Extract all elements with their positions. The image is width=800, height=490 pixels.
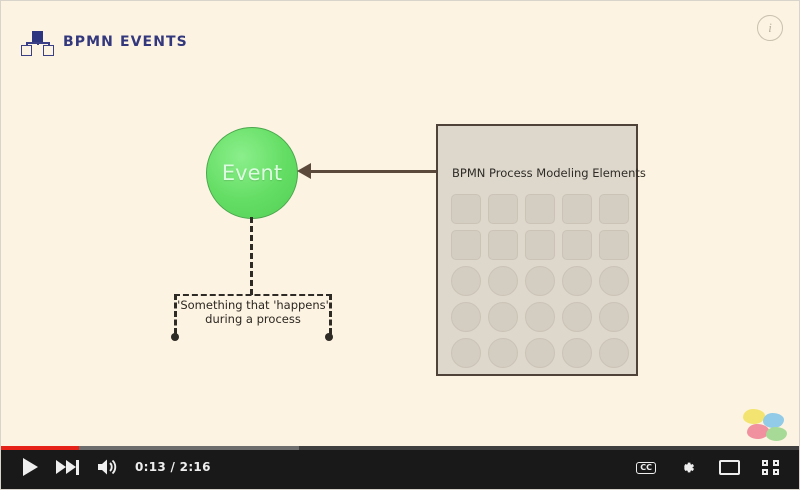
volume-button[interactable] xyxy=(97,458,117,476)
panel-element-rounded-square-r1c5 xyxy=(599,194,629,224)
panel-element-rounded-square-r2c1 xyxy=(451,230,481,260)
panel-element-circle-r5c4 xyxy=(562,338,592,368)
panel-element-circle-r3c3 xyxy=(525,266,555,296)
blob-yellow xyxy=(743,409,765,424)
annotation-pin-right xyxy=(325,333,333,341)
panel-title: BPMN Process Modeling Elements xyxy=(452,166,646,180)
panel-element-rounded-square-r2c4 xyxy=(562,230,592,260)
panel-element-circle-r5c3 xyxy=(525,338,555,368)
info-circle-icon[interactable]: i xyxy=(757,15,783,41)
panel-element-circle-r3c4 xyxy=(562,266,592,296)
theater-button[interactable] xyxy=(719,460,740,475)
org-chart-node-top xyxy=(32,31,43,42)
annotation-line-2: during a process xyxy=(205,312,301,326)
next-track-bar-icon xyxy=(76,459,79,475)
event-node: Event xyxy=(206,127,298,219)
org-chart-node-left xyxy=(21,45,32,56)
player-right-controls: CC xyxy=(636,458,779,477)
brand-title: BPMN EVENTS xyxy=(63,34,188,50)
panel-element-circle-r4c5 xyxy=(599,302,629,332)
panel-element-rounded-square-r1c2 xyxy=(488,194,518,224)
panel-element-circle-r4c4 xyxy=(562,302,592,332)
panel-element-circle-r5c2 xyxy=(488,338,518,368)
panel-element-rounded-square-r1c4 xyxy=(562,194,592,224)
org-chart-icon xyxy=(21,31,55,56)
progress-buffered xyxy=(1,446,300,450)
next-track-icon-second xyxy=(66,460,76,474)
panel-element-rounded-square-r1c1 xyxy=(451,194,481,224)
captions-button[interactable]: CC xyxy=(636,461,656,474)
player-control-bar: 0:13 / 2:16 CC xyxy=(1,446,799,489)
fullscreen-button[interactable] xyxy=(762,460,779,475)
panel-element-circle-r4c3 xyxy=(525,302,555,332)
annotation-bracket xyxy=(174,294,332,334)
fullscreen-corner-tl-icon xyxy=(762,460,768,466)
dashed-connector xyxy=(250,217,253,295)
settings-button[interactable] xyxy=(678,458,697,477)
colorful-blobs-logo xyxy=(743,407,789,443)
blob-green xyxy=(766,427,787,441)
panel-element-circle-r5c1 xyxy=(451,338,481,368)
panel-element-rounded-square-r2c5 xyxy=(599,230,629,260)
fullscreen-corner-br-icon xyxy=(773,469,779,475)
panel-element-rounded-square-r2c2 xyxy=(488,230,518,260)
panel-element-rounded-square-r2c3 xyxy=(525,230,555,260)
fullscreen-corner-bl-icon xyxy=(762,469,768,475)
panel-element-circle-r3c5 xyxy=(599,266,629,296)
blob-blue xyxy=(763,413,784,428)
panel-element-rounded-square-r1c3 xyxy=(525,194,555,224)
brand-logo: BPMN EVENTS xyxy=(21,31,188,56)
org-chart-drop-left xyxy=(26,42,28,46)
annotation-text: 'Something that 'happens' during a proce… xyxy=(174,298,332,326)
play-icon xyxy=(23,458,38,476)
progress-scrubber[interactable] xyxy=(1,446,799,450)
panel-element-circle-r3c1 xyxy=(451,266,481,296)
bpmn-elements-panel: BPMN Process Modeling Elements xyxy=(436,124,646,376)
event-node-label: Event xyxy=(221,161,283,185)
video-canvas[interactable]: BPMN EVENTS i Event 'Something that 'hap… xyxy=(1,1,799,448)
arrow-head-icon xyxy=(297,163,311,179)
blob-pink xyxy=(747,424,769,439)
arrow-shaft xyxy=(309,170,439,173)
panel-element-circle-r4c2 xyxy=(488,302,518,332)
next-button[interactable] xyxy=(56,459,79,475)
panel-element-circle-r5c5 xyxy=(599,338,629,368)
annotation-line-1: 'Something that 'happens' xyxy=(177,298,329,312)
gear-icon xyxy=(684,462,695,473)
fullscreen-corner-tr-icon xyxy=(773,460,779,466)
next-track-icon xyxy=(56,460,66,474)
org-chart-connector-horizontal xyxy=(26,42,49,44)
player-left-controls: 0:13 / 2:16 xyxy=(23,458,211,476)
org-chart-node-right xyxy=(43,45,54,56)
volume-icon xyxy=(98,459,117,475)
time-display: 0:13 / 2:16 xyxy=(135,460,211,474)
panel-element-grid xyxy=(451,194,629,368)
progress-played xyxy=(1,446,80,450)
panel-element-circle-r4c1 xyxy=(451,302,481,332)
annotation-pin-left xyxy=(171,333,179,341)
play-button[interactable] xyxy=(23,458,38,476)
annotation-bracket-fill xyxy=(177,296,329,334)
org-chart-drop-right xyxy=(48,42,50,46)
panel-element-circle-r3c2 xyxy=(488,266,518,296)
